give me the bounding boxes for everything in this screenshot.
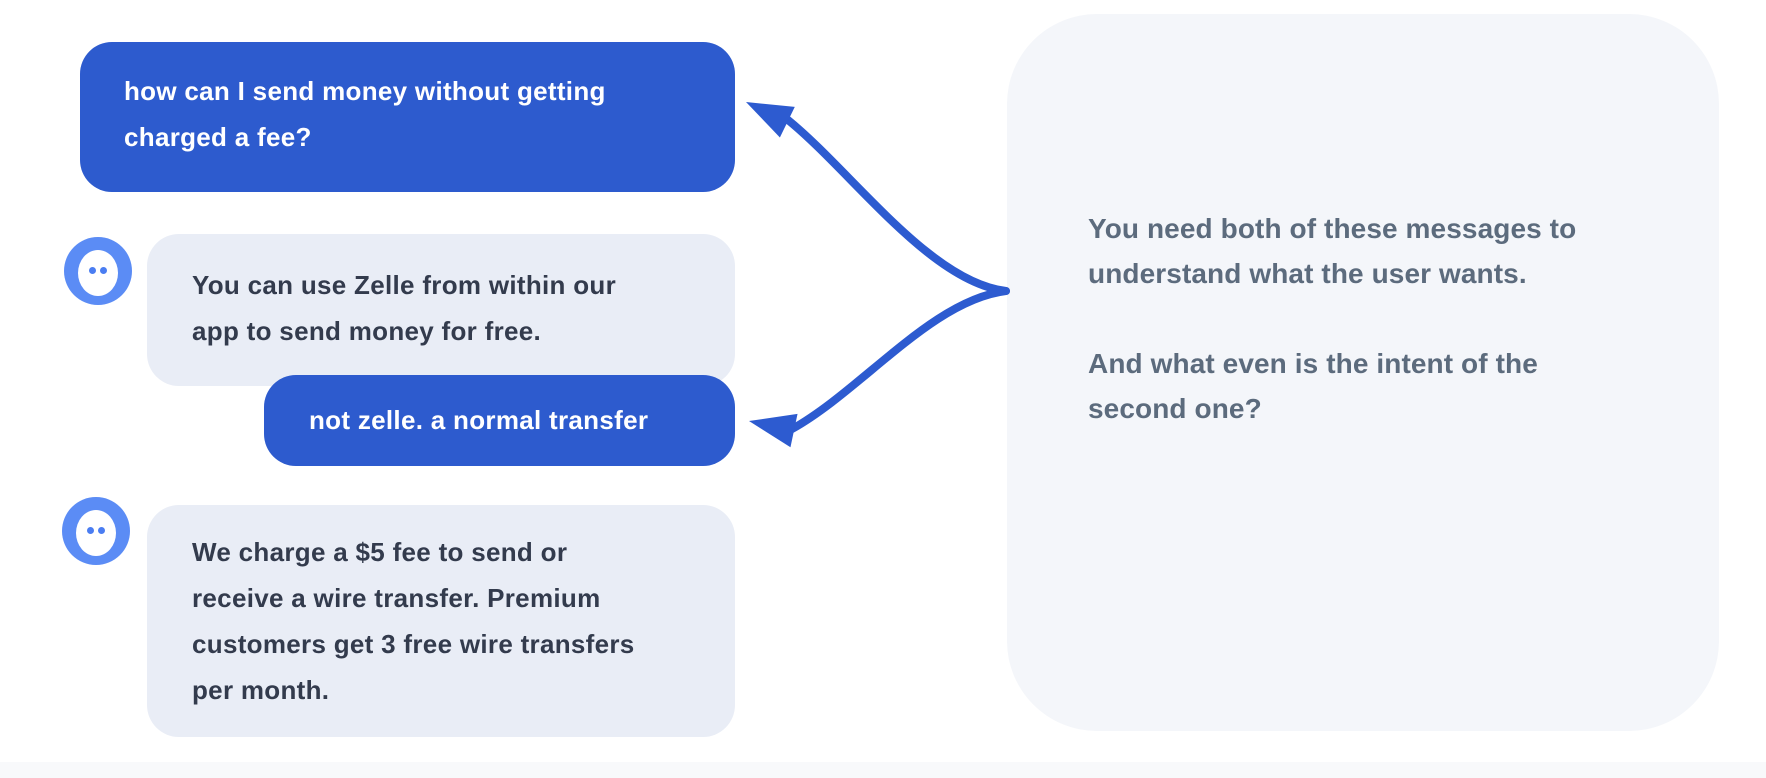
bot-message-bubble: We charge a $5 fee to send or receive a … [147, 505, 735, 737]
bot-eye-icon [89, 267, 96, 275]
annotation-paragraph: You need both of these messages to under… [1088, 206, 1663, 296]
annotation-line: understand what the user wants. [1088, 258, 1527, 289]
message-text: per month. [192, 675, 330, 705]
message-text: not zelle. a normal transfer [309, 405, 649, 435]
user-message-bubble: how can I send money without getting cha… [80, 42, 735, 192]
annotation-panel: You need both of these messages to under… [1007, 14, 1719, 731]
bot-avatar [62, 497, 130, 565]
arrowhead-icon [746, 102, 795, 138]
bot-face-icon [78, 250, 118, 297]
message-text: app to send money for free. [192, 316, 542, 346]
bot-message-bubble: You can use Zelle from within our app to… [147, 234, 735, 386]
bot-eye-icon [100, 267, 107, 275]
bot-face-icon [76, 510, 116, 557]
message-text: You can use Zelle from within our [192, 270, 617, 300]
annotation-text: You need both of these messages to under… [1088, 206, 1663, 476]
bot-avatar [64, 237, 132, 305]
user-message-bubble: not zelle. a normal transfer [264, 375, 735, 466]
annotation-paragraph: And what even is the intent of the secon… [1088, 341, 1663, 431]
message-text: charged a fee? [124, 122, 312, 152]
annotation-line: You need both of these messages to [1088, 213, 1577, 244]
arrowhead-icon [749, 413, 798, 448]
bot-eye-icon [87, 527, 94, 535]
bottom-band [0, 762, 1766, 778]
annotation-line: second one? [1088, 393, 1262, 424]
message-text: receive a wire transfer. Premium [192, 583, 601, 613]
message-text: how can I send money without getting [124, 76, 606, 106]
bot-eye-icon [98, 527, 105, 535]
arrow-to-first-message [784, 116, 1010, 295]
message-text: We charge a $5 fee to send or [192, 537, 568, 567]
annotation-line: And what even is the intent of the [1088, 348, 1538, 379]
arrow-to-second-message [788, 287, 1010, 433]
message-text: customers get 3 free wire transfers [192, 629, 635, 659]
